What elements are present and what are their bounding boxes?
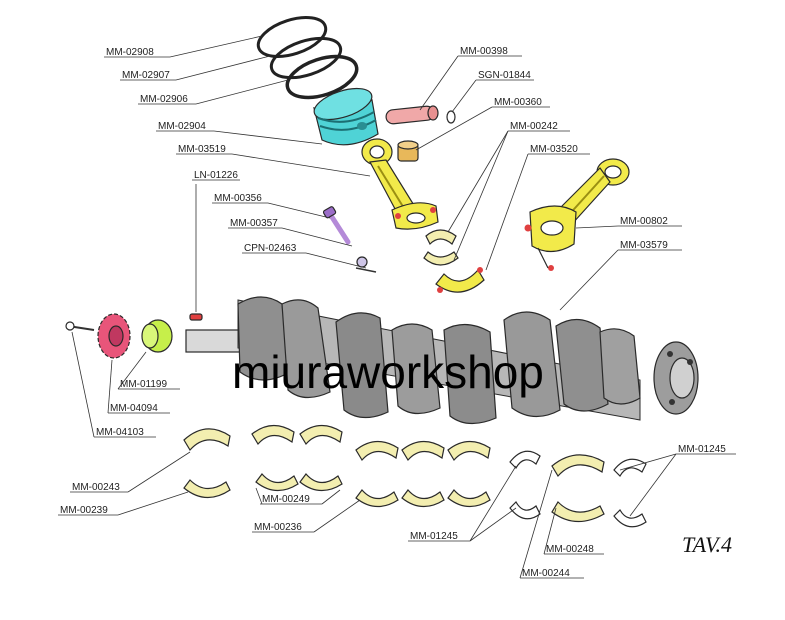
connecting-rod-2 [524,158,630,271]
label-mm-04103: MM-04103 [96,427,144,438]
crank-web-4 [391,323,441,415]
piston [313,87,379,146]
crankshaft [185,296,699,425]
crank-web-3 [335,312,389,419]
ring-bottom [285,54,359,100]
part-labels: MM-02908 MM-02907 MM-02906 MM-02904 MM-0… [60,46,726,579]
crank-front-parts [65,313,173,359]
rod-bearing-shells [423,229,485,293]
label-mm-00243: MM-00243 [72,482,120,493]
label-mm-00244: MM-00244 [522,568,570,579]
label-mm-03519: MM-03519 [178,144,226,155]
label-ln-01226: LN-01226 [194,170,238,181]
woodruff-key [189,313,203,321]
label-mm-01245-b: MM-01245 [678,444,726,455]
label-mm-03579: MM-03579 [620,240,668,251]
rod-cap [435,268,485,293]
cap-bolts [322,206,377,273]
main-shell-c2 [551,501,605,523]
thrust-washer-1 [509,450,541,469]
main-shell-243 [183,428,231,452]
piston-rings [256,16,359,100]
ring-middle [269,36,343,80]
crank-web-7 [555,318,609,412]
label-mm-01245-a: MM-01245 [410,531,458,542]
ring-top [256,16,328,58]
plate-label: TAV.4 [682,532,732,557]
main-shell-a4 [299,473,343,492]
crank-web-8 [599,328,641,405]
thrust-washer-2 [509,501,541,520]
piston-crown [313,87,373,121]
main-shell-a2 [299,424,343,446]
label-sgn-01844: SGN-01844 [478,70,531,81]
crank-web-2 [281,299,331,399]
main-shell-b2 [401,440,445,462]
main-shell-a1 [251,424,295,446]
label-mm-00248: MM-00248 [546,544,594,555]
crank-web-5 [443,323,497,425]
main-shell-b1 [355,440,399,462]
label-mm-00239: MM-00239 [60,505,108,516]
label-mm-00236: MM-00236 [254,522,302,533]
rod-bolt [327,211,351,245]
main-shell-b6 [447,489,491,508]
label-mm-02904: MM-02904 [158,121,206,132]
main-shell-b3 [447,440,491,462]
label-mm-00398: MM-00398 [460,46,508,57]
label-mm-02908: MM-02908 [106,47,154,58]
label-mm-00357: MM-00357 [230,218,278,229]
label-mm-00356: MM-00356 [214,193,262,204]
label-mm-04094: MM-04094 [110,403,158,414]
cotter-pin [355,267,377,273]
label-mm-03520: MM-03520 [530,144,578,155]
label-mm-00802: MM-00802 [620,216,668,227]
rod-nut [356,256,368,268]
label-mm-02907: MM-02907 [122,70,170,81]
circlip [446,110,456,124]
main-shell-239 [183,479,231,499]
label-mm-00360: MM-00360 [494,97,542,108]
main-shell-c1 [551,454,605,478]
label-mm-00249: MM-00249 [262,494,310,505]
thrust-washer-4 [613,509,647,528]
leader-lines [58,35,736,579]
connecting-rod-1 [361,138,439,230]
label-mm-00242: MM-00242 [510,121,558,132]
rod-shell-upper [425,229,457,246]
crank-web-6 [503,311,561,418]
main-shell-b5 [401,489,445,508]
piston-pin [385,105,435,125]
rod-shell-lower [423,251,459,266]
watermark: miuraworkshop [232,346,544,398]
main-shell-b4 [355,489,399,508]
main-shell-a3 [255,473,299,492]
piston-pin-group [385,105,456,162]
label-cpn-02463: CPN-02463 [244,243,297,254]
label-mm-01199: MM-01199 [120,379,167,390]
main-bearing-shells [183,424,647,528]
label-mm-02906: MM-02906 [140,94,188,105]
thrust-washer-3 [613,458,647,477]
